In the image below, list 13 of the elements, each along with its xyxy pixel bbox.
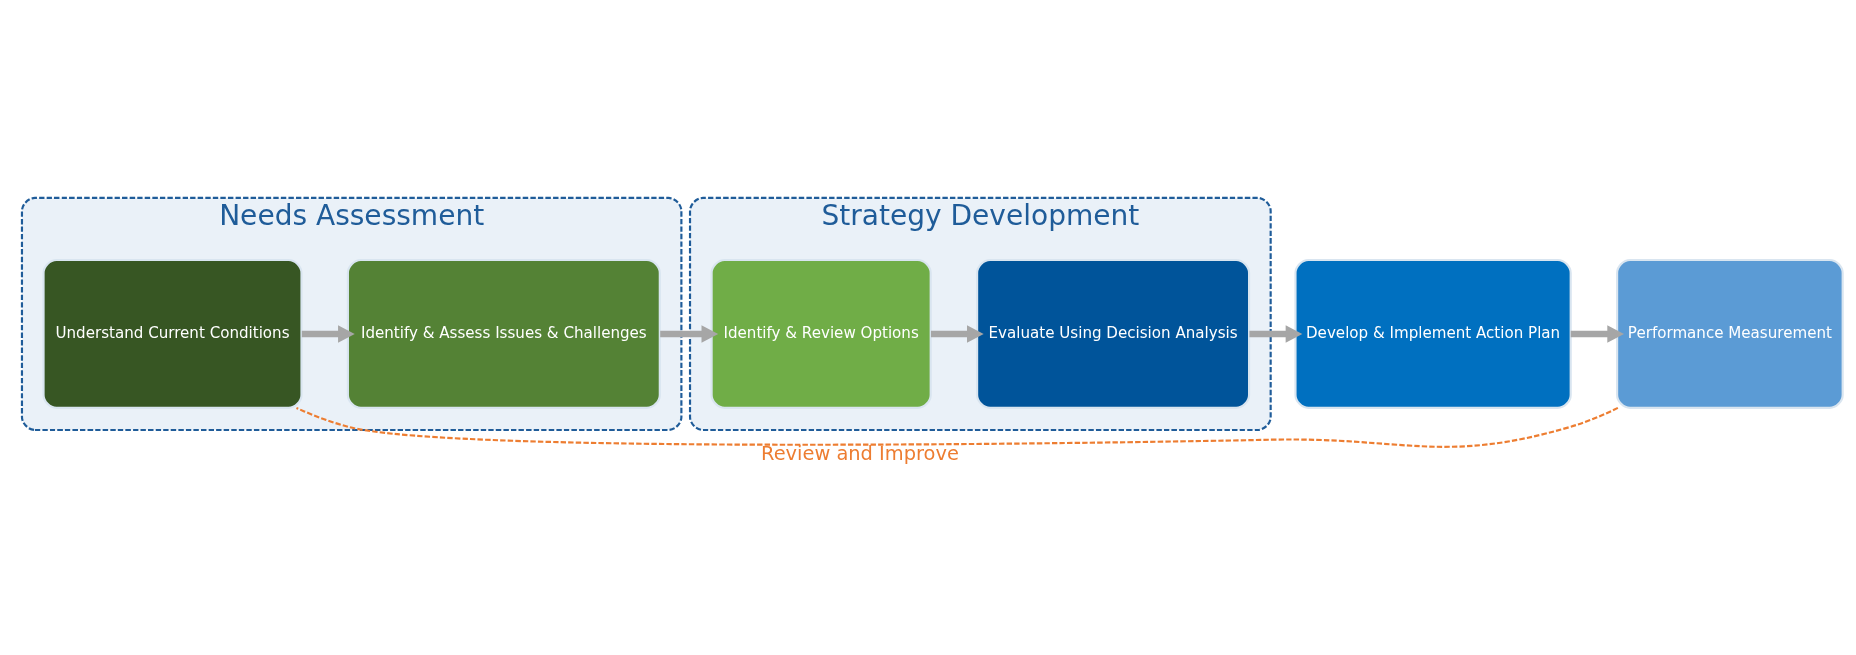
node-box: Identify & Assess Issues & Challenges	[346, 258, 661, 409]
arrow	[1570, 325, 1624, 343]
node-box: Evaluate Using Decision Analysis	[976, 258, 1251, 409]
arrow	[301, 325, 355, 343]
node-box: Performance Measurement	[1616, 258, 1844, 409]
node-box: Develop & Implement Action Plan	[1294, 258, 1572, 409]
arrow	[930, 325, 984, 343]
edge-label: Review and Improve	[761, 441, 959, 465]
node-box: Understand Current Conditions	[42, 258, 303, 409]
arrow	[1249, 325, 1303, 343]
node-box: Identify & Review Options	[710, 258, 932, 409]
connector	[296, 406, 1619, 448]
arrow	[660, 325, 719, 343]
